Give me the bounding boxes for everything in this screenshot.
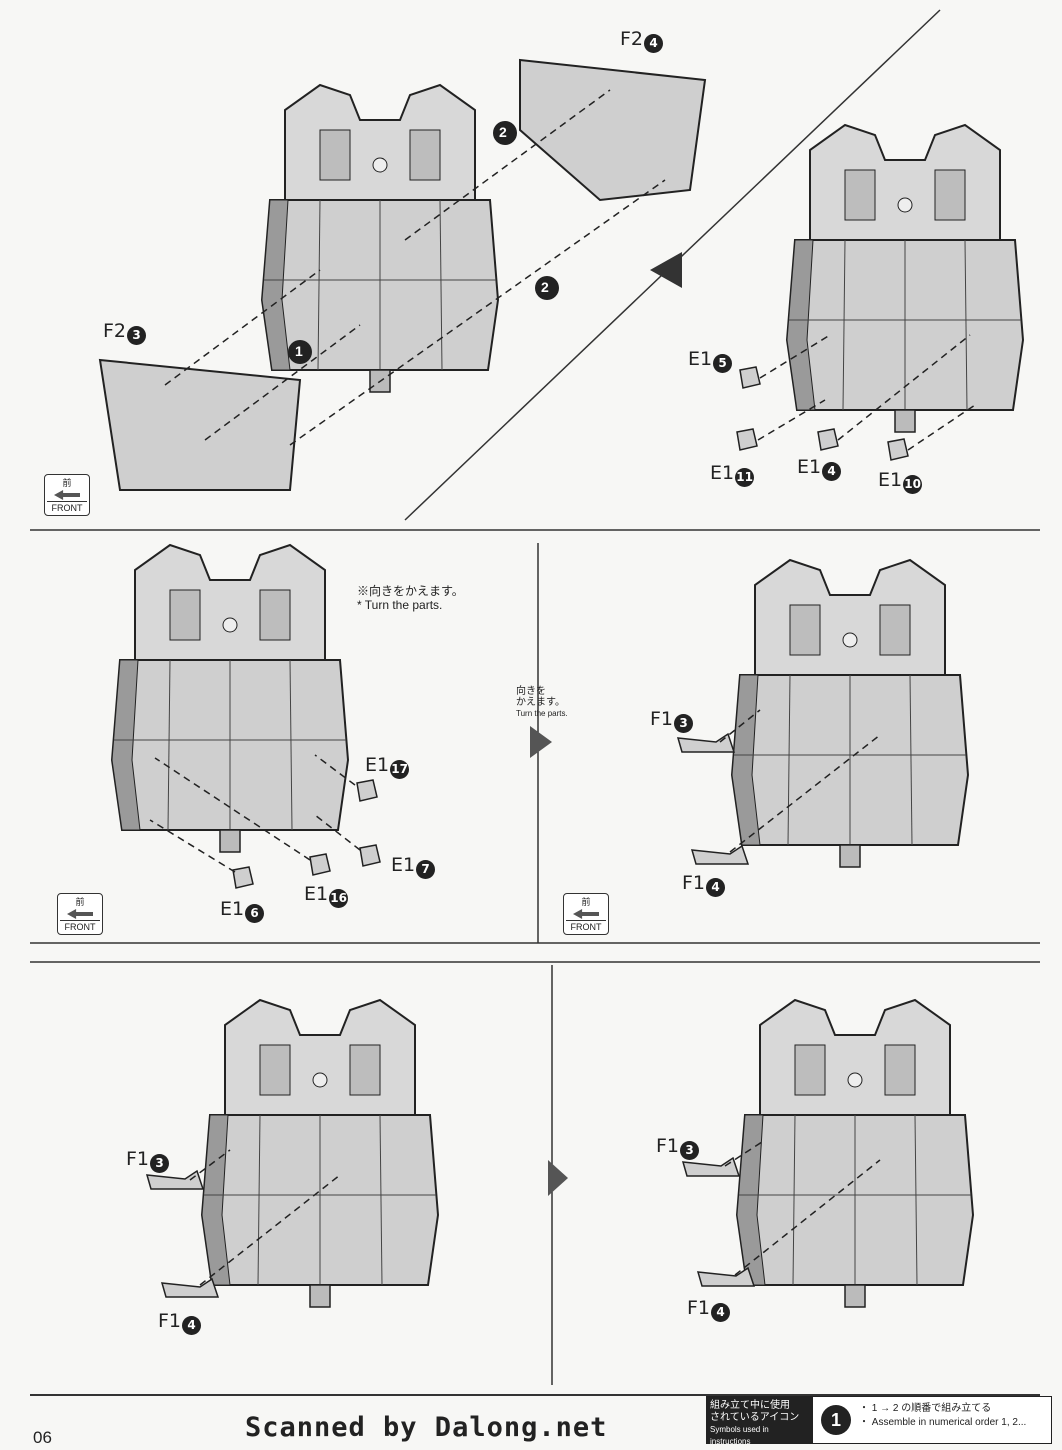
- front-arrow-icon: [67, 909, 93, 919]
- symbols-legend: 組み立て中に使用 されているアイコン Symbols used in instr…: [706, 1396, 1052, 1446]
- legend-description: ・ 1 → 2 の順番で組み立てる ・ Assemble in numerica…: [859, 1403, 1027, 1428]
- step-number-icon: 1: [821, 1405, 851, 1435]
- step-1: 1: [295, 343, 303, 359]
- front-arrow-icon: [54, 490, 80, 500]
- legend-title: 組み立て中に使用 されているアイコン Symbols used in instr…: [707, 1397, 813, 1446]
- page-number: 06: [33, 1428, 52, 1447]
- front-arrow-icon: [573, 909, 599, 919]
- turn-parts-note: ※向きをかえます。 * Turn the parts.: [357, 584, 464, 612]
- scan-credit: Scanned by Dalong.net: [245, 1412, 608, 1443]
- step-2-lower: 2: [541, 279, 549, 295]
- step-2-upper: 2: [499, 124, 507, 140]
- turn-parts-arrow-note: 向きを かえます。 Turn the parts.: [516, 686, 568, 718]
